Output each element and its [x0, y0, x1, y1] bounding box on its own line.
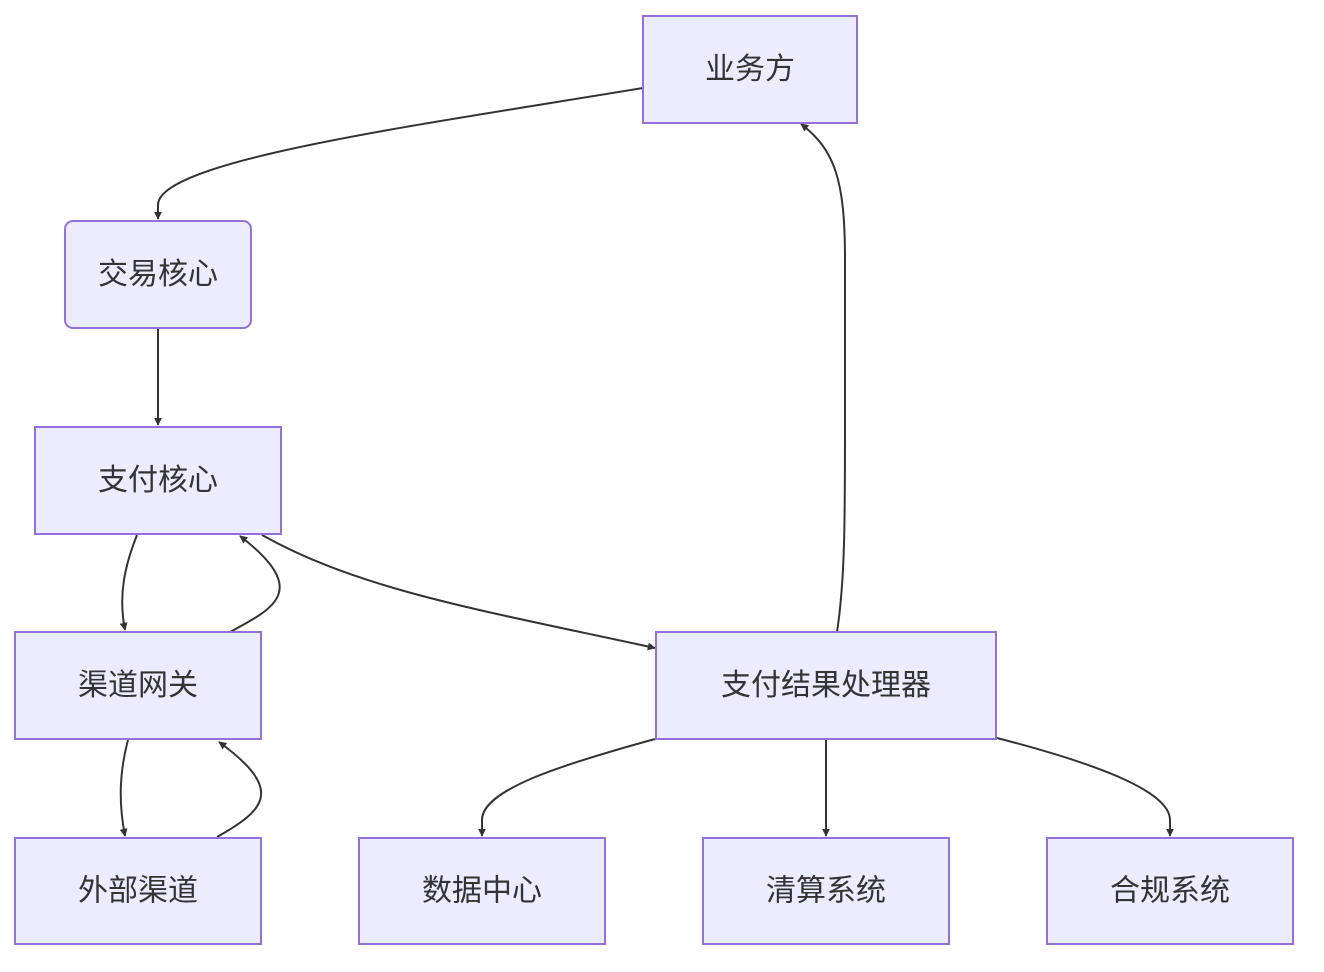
edges [119, 87, 1174, 838]
edge-channel-gateway-to-payment-core [229, 535, 281, 633]
node-trade-core[interactable]: 交易核心 [64, 220, 252, 329]
node-payment-core[interactable]: 支付核心 [34, 426, 282, 535]
nodes: 业务方 交易核心 支付核心 渠道网关 外部渠道 支付结果处理器 数据中心 清算 [14, 15, 1294, 945]
edge-payment-core-to-channel-gateway [119, 534, 138, 631]
node-clearing-system[interactable]: 清算系统 [702, 837, 950, 945]
edge-external-channel-to-channel-gateway [216, 741, 263, 838]
node-compliance-system[interactable]: 合规系统 [1046, 837, 1294, 945]
node-business-label: 业务方 [705, 52, 795, 87]
node-channel-gateway-label: 渠道网关 [78, 668, 198, 703]
node-trade-core-label: 交易核心 [98, 257, 218, 292]
node-data-center-label: 数据中心 [422, 874, 542, 909]
node-clearing-system-label: 清算系统 [766, 874, 886, 909]
node-data-center[interactable]: 数据中心 [358, 837, 606, 945]
node-compliance-system-label: 合规系统 [1110, 874, 1230, 909]
edge-channel-gateway-to-external-channel [119, 739, 129, 837]
node-external-channel[interactable]: 外部渠道 [14, 837, 262, 945]
edge-payment-core-to-result-processor [261, 534, 656, 651]
node-business[interactable]: 业务方 [642, 15, 858, 124]
node-external-channel-label: 外部渠道 [78, 874, 198, 909]
edge-result-processor-to-business [800, 123, 846, 633]
node-result-processor[interactable]: 支付结果处理器 [655, 631, 997, 740]
node-result-processor-label: 支付结果处理器 [721, 668, 931, 703]
edge-result-processor-to-data-center [478, 738, 656, 837]
edge-result-processor-to-compliance-system [996, 737, 1174, 837]
node-payment-core-label: 支付核心 [98, 463, 218, 498]
edge-business-to-trade-core [154, 87, 644, 220]
node-channel-gateway[interactable]: 渠道网关 [14, 631, 262, 740]
